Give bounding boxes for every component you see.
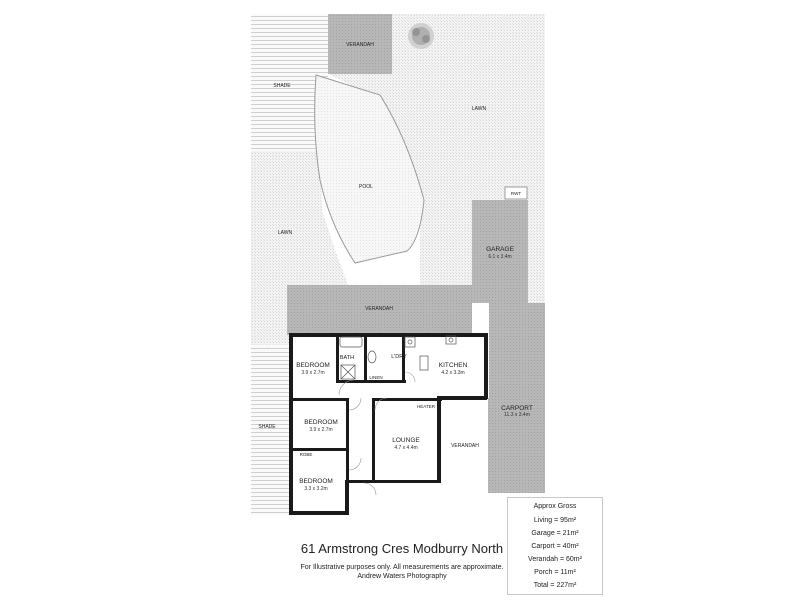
bedroom-3-dim: 3.3 x 3.2m xyxy=(304,486,327,492)
verandah-mid-label: VERANDAH xyxy=(365,306,393,312)
shade-top-label: SHADE xyxy=(273,83,291,89)
bedroom-3-label: BEDROOM xyxy=(299,478,333,485)
heater-label: HEATER xyxy=(417,404,436,409)
disclaimer-line-1: For Illustrative purposes only. All meas… xyxy=(300,564,504,571)
lawn-strip xyxy=(420,200,472,285)
area-garage: Garage = 21m² xyxy=(531,530,579,537)
verandah-mid xyxy=(287,285,472,335)
verandah-top xyxy=(328,14,392,74)
robe-label: ROBE xyxy=(300,452,313,457)
fixtures xyxy=(339,335,457,380)
lawn-strip-2 xyxy=(528,200,545,303)
kitchen-dim: 4.2 x 3.3m xyxy=(441,370,464,376)
pool-label: POOL xyxy=(359,184,373,190)
area-summary: Approx Gross Living = 95m² Garage = 21m²… xyxy=(507,497,603,595)
disclaimer: For Illustrative purposes only. All meas… xyxy=(257,563,547,581)
carport-label: CARPORT xyxy=(501,405,533,412)
area-summary-title: Approx Gross xyxy=(533,503,577,510)
lawn-left-label: LAWN xyxy=(278,230,293,236)
house-walls xyxy=(289,333,488,515)
bedroom-2-dim: 3.9 x 2.7m xyxy=(309,427,332,433)
shade-bottom-label: SHADE xyxy=(258,424,276,430)
property-address: 61 Armstrong Cres Modburry North xyxy=(300,541,504,556)
area-verandah: Verandah = 60m² xyxy=(528,556,582,563)
area-porch: Porch = 11m² xyxy=(534,569,576,576)
bedroom-2-label: BEDROOM xyxy=(304,419,338,426)
linen-label: LINEN xyxy=(369,375,382,380)
lounge-label: LOUNGE xyxy=(392,437,420,444)
door-swings xyxy=(338,371,416,496)
area-total: Total = 227m² xyxy=(533,582,577,589)
kitchen-label: KITCHEN xyxy=(439,362,468,369)
lounge-dim: 4.7 x 4.4m xyxy=(394,445,417,451)
carport-area xyxy=(489,303,545,493)
pool-shape xyxy=(314,74,425,264)
lawn-right-label: LAWN xyxy=(472,106,487,112)
bath-label: BATH xyxy=(340,355,354,361)
area-carport: Carport = 40m² xyxy=(531,543,579,550)
bedroom-1-dim: 3.9 x 2.7m xyxy=(301,370,324,376)
bedroom-1-label: BEDROOM xyxy=(296,362,330,369)
rwt-tank xyxy=(504,186,528,200)
carport-dim: 11.3 x 3.4m xyxy=(504,412,530,418)
laundry-label: L'DRY xyxy=(391,354,407,360)
rwt-label: RWT xyxy=(511,191,521,196)
lawn-left xyxy=(251,151,350,345)
verandah-top-label: VERANDAH xyxy=(346,42,374,48)
area-living: Living = 95m² xyxy=(533,517,577,524)
garage-label: GARAGE xyxy=(486,246,514,253)
shade-deck-bottom xyxy=(251,345,289,515)
garage-dim: 6.1 x 3.4m xyxy=(488,254,511,260)
verandah-side-label: VERANDAH xyxy=(451,443,479,449)
tree-icon xyxy=(408,23,434,49)
disclaimer-credit: Andrew Waters Photography xyxy=(357,573,447,580)
garage-area xyxy=(472,200,528,303)
